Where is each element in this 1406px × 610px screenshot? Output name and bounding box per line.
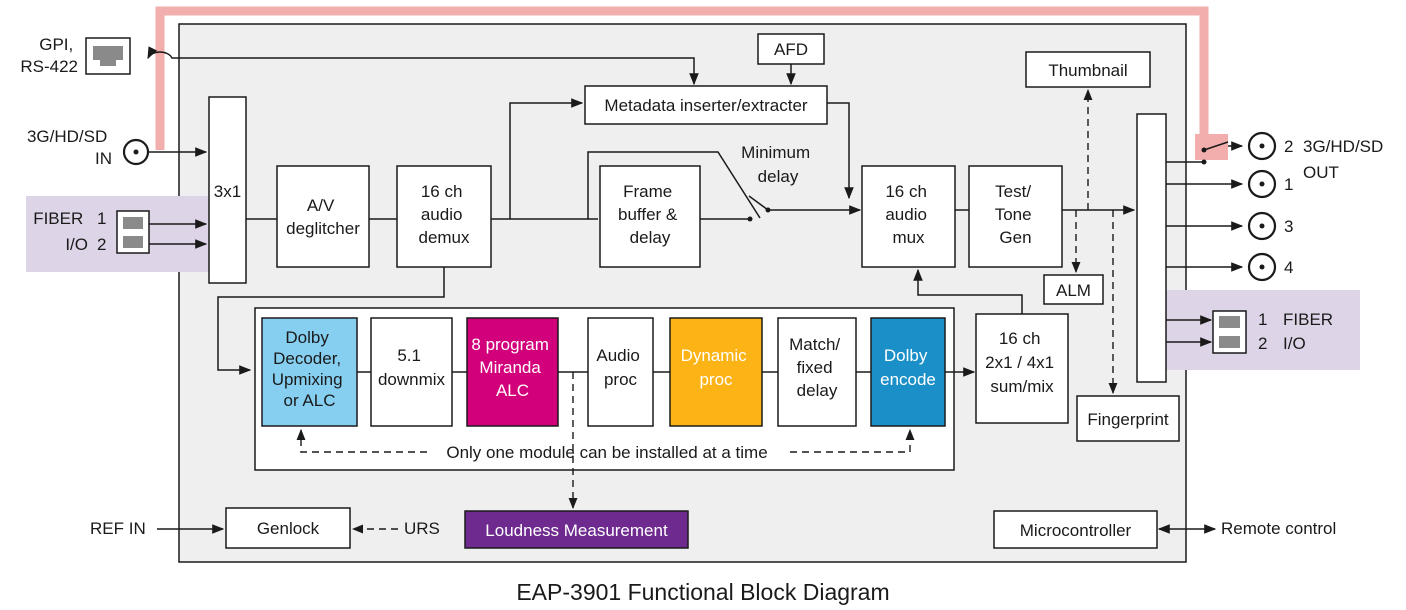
thumbnail-block bbox=[1025, 51, 1151, 88]
fiber-out-port-labels: 1 2 bbox=[1258, 310, 1272, 353]
microcontroller-block bbox=[993, 510, 1158, 549]
mux-3x1-block bbox=[208, 96, 247, 284]
wire-demux-out bbox=[491, 151, 761, 220]
gpi-label: GPI, RS-422 bbox=[20, 35, 78, 76]
fiber-out-label: FIBER I/O bbox=[1283, 310, 1338, 353]
audio-proc-block bbox=[587, 317, 654, 427]
sdi-out-label: 3G/HD/SD OUT bbox=[1303, 137, 1388, 182]
sum-mix-block bbox=[975, 313, 1069, 424]
fiber-in-label: FIBER I/O bbox=[33, 209, 88, 254]
genlock-label: Genlock bbox=[257, 519, 320, 538]
wire-summix-audiomux bbox=[913, 268, 1023, 314]
miranda-alc-label: 8 program Miranda ALC bbox=[471, 335, 553, 400]
sdi-out-bypass-relay bbox=[1166, 141, 1229, 165]
audio-proc-label: Audio proc bbox=[596, 346, 644, 389]
microcontroller-label: Microcontroller bbox=[1020, 521, 1132, 540]
wire-demux-modules bbox=[217, 267, 445, 375]
dash-module-note-left bbox=[296, 428, 427, 453]
min-delay-switch bbox=[747, 195, 771, 222]
test-tone-label: Test/ Tone Gen bbox=[995, 182, 1037, 247]
dash-module-note-right bbox=[790, 428, 915, 453]
miranda-alc-block bbox=[466, 317, 559, 427]
dolby-encode-label: Dolby encode bbox=[880, 346, 936, 389]
fiber-out-connector bbox=[1212, 310, 1247, 354]
metadata-label: Metadata inserter/extracter bbox=[604, 96, 807, 115]
match-delay-label: Match/ fixed delay bbox=[789, 335, 845, 400]
wire-metadata-audiomux bbox=[827, 102, 854, 200]
audio-mux-label: 16 ch audio mux bbox=[885, 182, 931, 247]
diagram-caption: EAP-3901 Functional Block Diagram bbox=[516, 579, 889, 605]
ref-in-label: REF IN bbox=[90, 519, 146, 538]
gpi-wire bbox=[147, 46, 699, 86]
fingerprint-label: Fingerprint bbox=[1087, 410, 1169, 429]
dolby-decoder-label: Dolby Decoder, Upmixing or ALC bbox=[272, 328, 348, 410]
audio-demux-label: 16 ch audio demux bbox=[418, 182, 470, 247]
frame-buffer-label: Frame buffer & delay bbox=[618, 182, 682, 247]
match-delay-block bbox=[777, 317, 857, 427]
min-delay-label: Minimum delay bbox=[741, 143, 815, 186]
urs-label: URS bbox=[404, 519, 440, 538]
sdi-out-port-labels: 2 1 3 4 bbox=[1284, 137, 1298, 277]
loudness-block bbox=[464, 510, 689, 549]
afd-label: AFD bbox=[774, 40, 808, 59]
deglitcher-block bbox=[276, 165, 370, 268]
deglitcher-label: A/V deglitcher bbox=[286, 196, 360, 238]
frame-buffer-block bbox=[599, 165, 701, 268]
fingerprint-block bbox=[1076, 395, 1180, 442]
downmix-label: 5.1 downmix bbox=[378, 346, 446, 389]
fiber-out-region bbox=[1166, 290, 1360, 370]
alm-block bbox=[1043, 274, 1104, 305]
wire-to-metadata bbox=[509, 98, 584, 219]
test-tone-block bbox=[968, 165, 1063, 268]
audio-mux-block bbox=[861, 165, 956, 268]
remote-control-label: Remote control bbox=[1221, 519, 1336, 538]
fiber-in-port-labels: 1 2 bbox=[97, 209, 111, 254]
sum-mix-label: 16 ch 2x1 / 4x1 sum/mix bbox=[985, 329, 1059, 396]
fiber-in-connector bbox=[116, 210, 150, 254]
downmix-block bbox=[370, 317, 453, 427]
gpi-port bbox=[85, 37, 131, 75]
genlock-block bbox=[225, 507, 351, 549]
metadata-block bbox=[584, 85, 828, 125]
sdi-in-label: 3G/HD/SD IN bbox=[27, 127, 112, 168]
thumbnail-label: Thumbnail bbox=[1048, 61, 1127, 80]
dynamic-proc-label: Dynamic proc bbox=[681, 346, 752, 389]
output-router-block bbox=[1136, 113, 1167, 383]
sdi-in-connector bbox=[122, 138, 150, 166]
mux-3x1-label: 3x1 bbox=[214, 182, 241, 201]
alm-label: ALM bbox=[1056, 281, 1091, 300]
loudness-label: Loudness Measurement bbox=[485, 521, 668, 540]
module-note-label: Only one module can be installed at a ti… bbox=[446, 443, 767, 462]
audio-demux-block bbox=[396, 165, 492, 268]
sdi-out-connectors bbox=[1247, 131, 1277, 282]
